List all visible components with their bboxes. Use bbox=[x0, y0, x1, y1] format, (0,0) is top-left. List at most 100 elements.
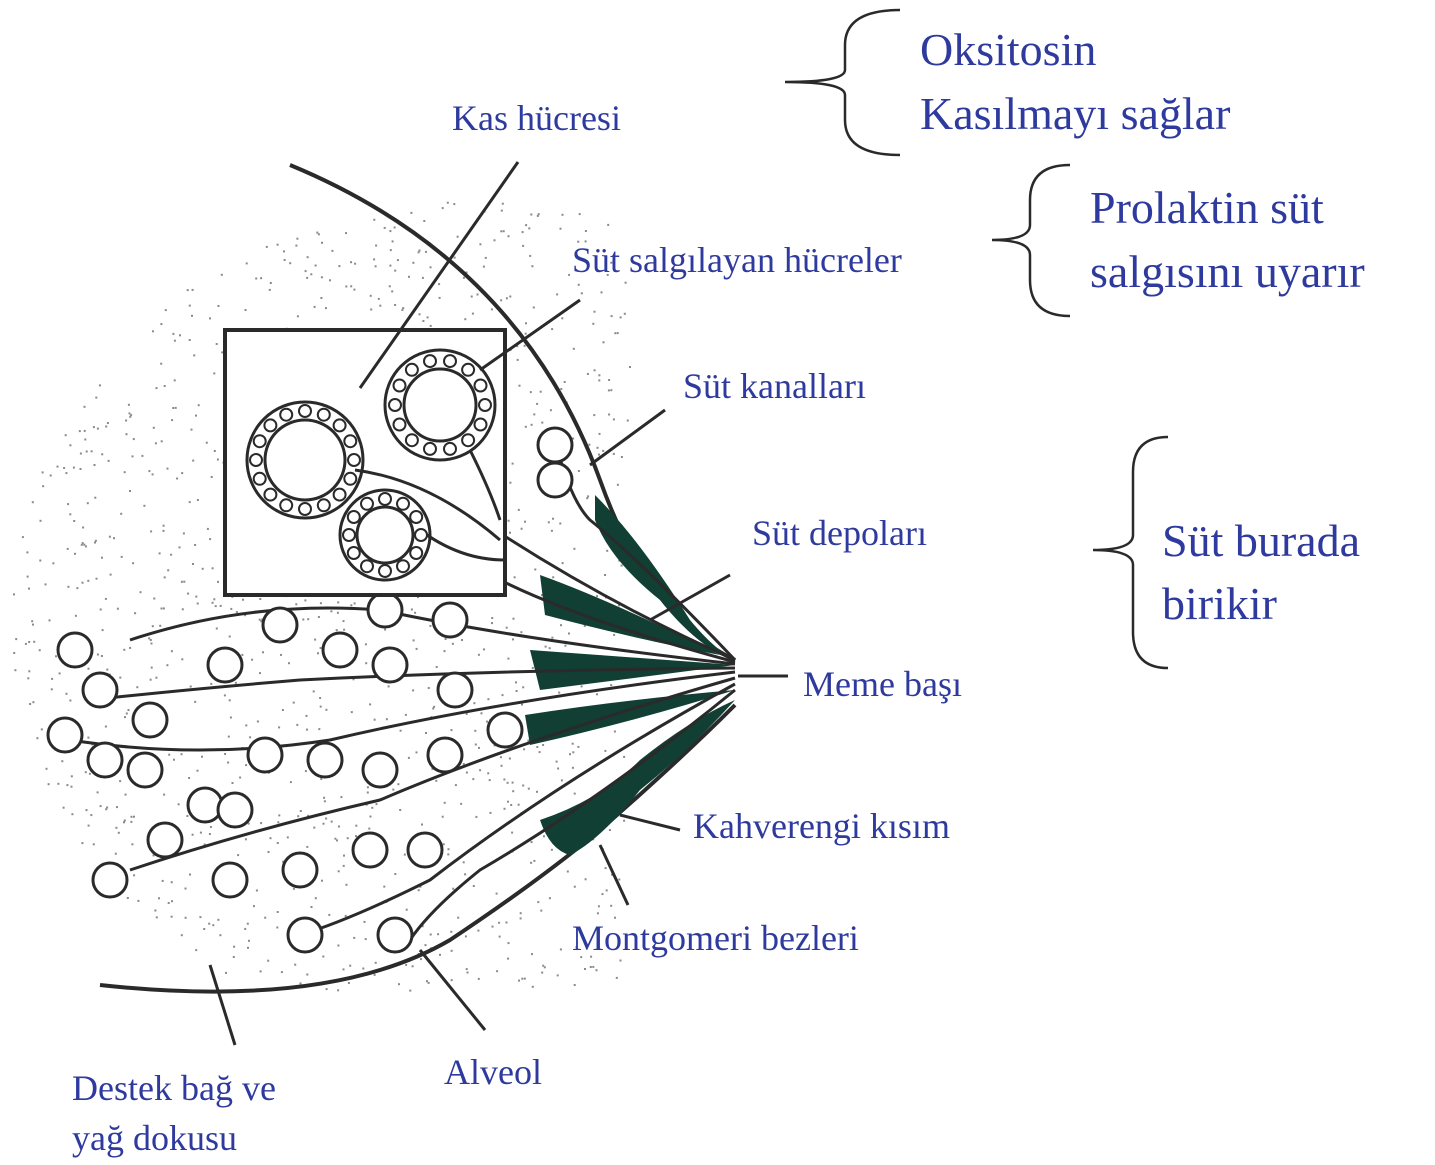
stipple-dot bbox=[601, 291, 603, 293]
stipple-dot bbox=[606, 550, 608, 552]
stipple-dot bbox=[349, 965, 351, 967]
stipple-dot bbox=[159, 552, 161, 554]
stipple-dot bbox=[153, 427, 155, 429]
stipple-dot bbox=[414, 612, 416, 614]
stipple-dot bbox=[420, 958, 422, 960]
stipple-dot bbox=[287, 836, 289, 838]
stipple-dot bbox=[132, 562, 134, 564]
stipple-dot bbox=[541, 972, 543, 974]
stipple-dot bbox=[311, 906, 313, 908]
stipple-dot bbox=[578, 470, 580, 472]
stipple-dot bbox=[527, 740, 529, 742]
stipple-dot bbox=[551, 328, 553, 330]
stipple-dot bbox=[217, 459, 219, 461]
stipple-dot bbox=[73, 467, 75, 469]
stipple-dot bbox=[472, 313, 474, 315]
stipple-dot bbox=[323, 823, 325, 825]
stipple-dot bbox=[175, 407, 177, 409]
stipple-dot bbox=[133, 816, 135, 818]
secretory-cell bbox=[348, 511, 360, 523]
stipple-dot bbox=[594, 311, 596, 313]
stipple-dot bbox=[453, 203, 455, 205]
stipple-dot bbox=[490, 812, 492, 814]
alveolus bbox=[213, 863, 247, 897]
stipple-dot bbox=[610, 389, 612, 391]
stipple-dot bbox=[296, 238, 298, 240]
label-sut-kanallari: Süt kanalları bbox=[683, 366, 866, 407]
stipple-dot bbox=[345, 915, 347, 917]
stipple-dot bbox=[89, 773, 91, 775]
stipple-dot bbox=[97, 654, 99, 656]
stipple-dot bbox=[376, 803, 378, 805]
stipple-dot bbox=[209, 317, 211, 319]
stipple-dot bbox=[611, 315, 613, 317]
stipple-dot bbox=[528, 788, 530, 790]
stipple-dot bbox=[444, 802, 446, 804]
alveolus bbox=[148, 823, 182, 857]
stipple-dot bbox=[123, 649, 125, 651]
stipple-dot bbox=[151, 667, 153, 669]
stipple-dot bbox=[84, 439, 86, 441]
stipple-dot bbox=[581, 292, 583, 294]
stipple-dot bbox=[501, 765, 503, 767]
stipple-dot bbox=[65, 434, 67, 436]
stipple-dot bbox=[507, 958, 509, 960]
stipple-dot bbox=[87, 580, 89, 582]
stipple-dot bbox=[496, 893, 498, 895]
stipple-dot bbox=[259, 619, 261, 621]
stipple-dot bbox=[594, 369, 596, 371]
stipple-dot bbox=[374, 974, 376, 976]
secretory-cell bbox=[299, 405, 311, 417]
stipple-dot bbox=[121, 556, 123, 558]
stipple-dot bbox=[610, 684, 612, 686]
stipple-dot bbox=[158, 897, 160, 899]
stipple-dot bbox=[181, 581, 183, 583]
stipple-dot bbox=[408, 276, 410, 278]
stipple-dot bbox=[318, 616, 320, 618]
stipple-dot bbox=[540, 391, 542, 393]
stipple-dot bbox=[620, 960, 622, 962]
stipple-dot bbox=[492, 926, 494, 928]
stipple-dot bbox=[325, 818, 327, 820]
secretory-cell bbox=[475, 380, 487, 392]
stipple-dot bbox=[128, 404, 130, 406]
alveolus bbox=[408, 833, 442, 867]
stipple-dot bbox=[623, 820, 625, 822]
stipple-dot bbox=[521, 978, 523, 980]
stipple-dot bbox=[88, 668, 90, 670]
stipple-dot bbox=[537, 215, 539, 217]
stipple-dot bbox=[464, 318, 466, 320]
stipple-dot bbox=[102, 629, 104, 631]
destek-leader bbox=[210, 965, 235, 1045]
stipple-dot bbox=[116, 806, 118, 808]
note-prolaktin-line2: salgısını uyarır bbox=[1090, 246, 1365, 299]
stipple-dot bbox=[613, 453, 615, 455]
stipple-dot bbox=[101, 557, 103, 559]
secretory-cell bbox=[406, 434, 418, 446]
stipple-dot bbox=[416, 648, 418, 650]
stipple-dot bbox=[165, 309, 167, 311]
stipple-dot bbox=[572, 743, 574, 745]
stipple-dot bbox=[343, 629, 345, 631]
stipple-dot bbox=[171, 419, 173, 421]
stipple-dot bbox=[210, 826, 212, 828]
stipple-dot bbox=[574, 793, 576, 795]
stipple-dot bbox=[624, 313, 626, 315]
stipple-dot bbox=[245, 838, 247, 840]
stipple-dot bbox=[259, 672, 261, 674]
secretory-cell bbox=[318, 499, 330, 511]
stipple-dot bbox=[398, 983, 400, 985]
stipple-dot bbox=[101, 453, 103, 455]
stipple-dot bbox=[614, 332, 616, 334]
stipple-dot bbox=[598, 905, 600, 907]
secretory-cell bbox=[334, 489, 346, 501]
stipple-dot bbox=[160, 323, 162, 325]
stipple-dot bbox=[375, 245, 377, 247]
stipple-dot bbox=[289, 262, 291, 264]
stipple-dot bbox=[413, 639, 415, 641]
stipple-dot bbox=[181, 753, 183, 755]
stipple-dot bbox=[500, 756, 502, 758]
stipple-dot bbox=[629, 366, 631, 368]
stipple-dot bbox=[318, 233, 320, 235]
stipple-dot bbox=[215, 605, 217, 607]
